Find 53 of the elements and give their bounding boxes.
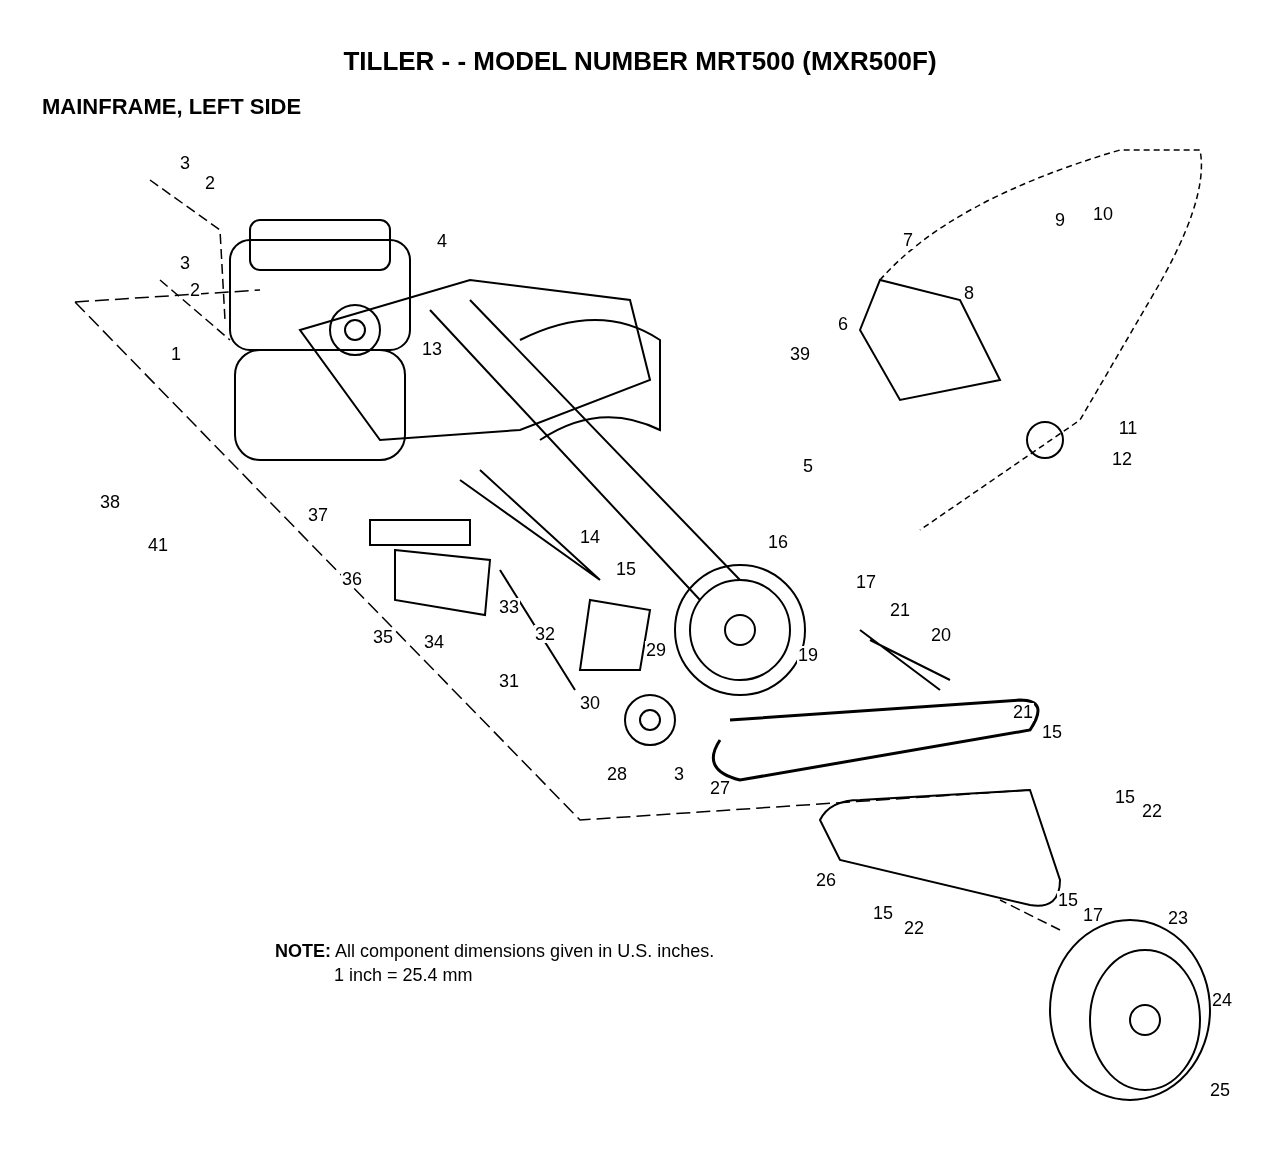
callout-number: 28 [606, 765, 628, 783]
callout-number: 34 [423, 633, 445, 651]
callout-number: 21 [1012, 703, 1034, 721]
note-text: NOTE: All component dimensions given in U.S. inches. [275, 940, 715, 963]
callout-number: 25 [1209, 1081, 1231, 1099]
callout-number: 3 [179, 154, 191, 172]
callout-number: 12 [1111, 450, 1133, 468]
callout-number: 19 [797, 646, 819, 664]
callout-number: 11 [1117, 419, 1139, 437]
callout-number: 5 [802, 457, 814, 475]
callout-number: 35 [372, 628, 394, 646]
callout-number: 36 [341, 570, 363, 588]
callout-number: 32 [534, 625, 556, 643]
callout-number: 31 [498, 672, 520, 690]
callout-number: 16 [767, 533, 789, 551]
callout-number: 15 [872, 904, 894, 922]
callout-number: 8 [963, 284, 975, 302]
callout-number: 15 [1057, 891, 1079, 909]
callout-number: 15 [615, 560, 637, 578]
callout-number: 9 [1054, 211, 1066, 229]
callout-number: 6 [837, 315, 849, 333]
callout-number: 7 [902, 231, 914, 249]
callout-number: 2 [189, 281, 201, 299]
callout-number: 33 [498, 598, 520, 616]
callout-number: 24 [1211, 991, 1233, 1009]
callout-number: 37 [307, 506, 329, 524]
callout-number: 3 [179, 254, 191, 272]
callout-number: 2 [204, 174, 216, 192]
callout-number: 15 [1041, 723, 1063, 741]
callout-number: 1 [170, 345, 182, 363]
callout-number: 17 [1082, 906, 1104, 924]
callout-number: 10 [1092, 205, 1114, 223]
subtitle: MAINFRAME, LEFT SIDE [42, 93, 302, 121]
title: TILLER - - MODEL NUMBER MRT500 (MXR500F) [342, 45, 938, 78]
callout-number: 27 [709, 779, 731, 797]
callout-number: 3 [673, 765, 685, 783]
callout-number: 39 [789, 345, 811, 363]
callout-number: 22 [1141, 802, 1163, 820]
callout-number: 21 [889, 601, 911, 619]
callout-number: 29 [645, 641, 667, 659]
callout-number: 13 [421, 340, 443, 358]
note-text: 1 inch = 25.4 mm [334, 964, 473, 987]
callout-number: 20 [930, 626, 952, 644]
callout-number: 26 [815, 871, 837, 889]
callout-number: 14 [579, 528, 601, 546]
callout-number: 41 [147, 536, 169, 554]
callout-number: 17 [855, 573, 877, 591]
callout-number: 23 [1167, 909, 1189, 927]
callout-number: 4 [436, 232, 448, 250]
callout-number: 15 [1114, 788, 1136, 806]
callout-number: 30 [579, 694, 601, 712]
callout-number: 22 [903, 919, 925, 937]
callout-number: 38 [99, 493, 121, 511]
